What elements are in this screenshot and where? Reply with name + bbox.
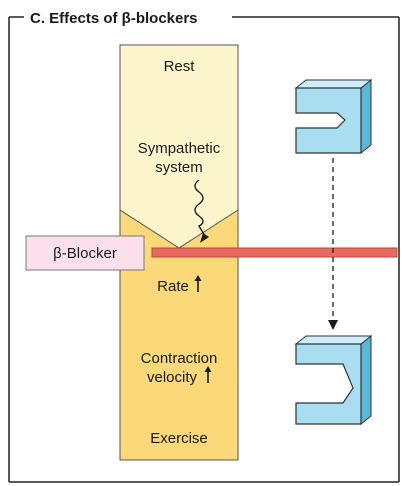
up-arrow-icon <box>204 366 212 383</box>
dashed-arrow <box>328 158 338 330</box>
figure-frame <box>8 16 400 483</box>
contraction-label-line1: Contraction <box>141 350 218 367</box>
sympathetic-label-line1: Sympathetic <box>138 140 221 157</box>
rest-label: Rest <box>164 58 196 75</box>
figure-title: C. Effects of β-blockers <box>30 10 198 27</box>
wavy-arrow-icon <box>194 179 209 243</box>
sympathetic-label-line2: system <box>155 159 203 176</box>
blocker-box: β-Blocker <box>25 235 145 271</box>
contraction-label-line2: velocity <box>147 369 198 386</box>
up-arrow-icon <box>194 275 202 292</box>
blocker-label: β-Blocker <box>53 245 117 262</box>
exercise-label: Exercise <box>150 430 208 447</box>
rate-label: Rate <box>157 278 189 295</box>
clamp-icon <box>294 78 373 155</box>
blocker-bar <box>151 247 398 258</box>
clamp-icon <box>294 334 373 426</box>
